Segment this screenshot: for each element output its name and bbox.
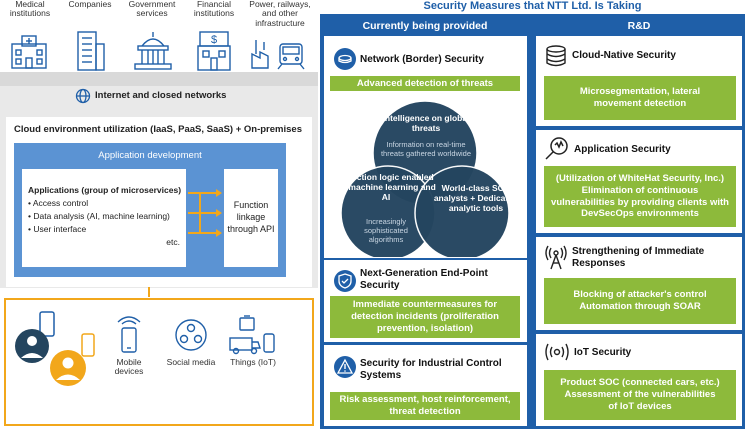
entity-label-infrastructure: Power, railways, and other infrastructur… — [249, 0, 311, 28]
entity-label-financial: Financial institutions — [193, 0, 235, 19]
endpoint-security-bar: Immediate countermeasures for detection … — [330, 296, 520, 338]
bank-icon: $ — [197, 31, 231, 71]
applications-etc: etc. — [166, 237, 180, 247]
svg-text:$: $ — [211, 34, 217, 46]
antenna-icon — [545, 245, 567, 270]
column-rd: R&D — [627, 20, 651, 32]
venn-left-sub: Increasingly sophisticated algorithms — [364, 217, 408, 244]
iot-security-bar: Product SOC (connected cars, etc.) Asses… — [544, 370, 736, 420]
infrastructure-icon — [251, 40, 305, 70]
device-label-mobile: Mobile devices — [114, 357, 144, 377]
shield-check-icon — [334, 270, 356, 292]
cloud-label: Cloud environment utilization (IaaS, Paa… — [14, 124, 302, 135]
wireless-signal-icon — [545, 343, 569, 361]
venn-left-title: Detection logic enabled by machine learn… — [336, 172, 436, 202]
applications-title: Applications (group of microservices) — [28, 185, 182, 195]
app-development-label: Application development — [98, 150, 202, 161]
entity-label-government: Government services — [128, 0, 176, 19]
globe-icon — [75, 88, 91, 104]
mobile-device-icon — [117, 316, 141, 353]
networks-label: Internet and closed networks — [95, 90, 227, 101]
column-current: Currently being provided — [362, 20, 488, 32]
cloud-native-bar: Microsegmentation, lateral movement dete… — [544, 76, 736, 120]
warning-icon — [334, 356, 356, 378]
applications-item: • Access control — [28, 198, 89, 208]
immediate-responses-title: Strengthening of Immediate Responses — [572, 246, 705, 269]
application-security-title: Application Security — [574, 144, 671, 155]
applications-item: • User interface — [28, 224, 87, 234]
network-security-title: Network (Border) Security — [360, 54, 484, 65]
device-label-things: Things (IoT) — [230, 357, 276, 367]
government-building-icon — [134, 32, 172, 70]
office-building-icon — [77, 31, 105, 71]
entity-label-medical: Medical institutions — [9, 0, 51, 19]
network-band — [0, 72, 318, 86]
applications-box: Applications (group of microservices) • … — [22, 169, 186, 267]
venn-top-title: Intelligence on global threats — [382, 113, 470, 134]
endpoint-security-title: Next-Generation End-Point Security — [360, 268, 488, 291]
social-media-icon — [175, 319, 207, 351]
cloud-native-title: Cloud-Native Security — [572, 50, 676, 61]
immediate-responses-bar: Blocking of attacker's control Automatio… — [544, 278, 736, 324]
device-label-social: Social media — [166, 357, 216, 367]
connector-line — [148, 287, 150, 297]
iot-security-title: IoT Security — [574, 347, 632, 358]
database-icon — [546, 45, 566, 67]
firewall-icon — [334, 48, 356, 70]
hospital-icon — [11, 35, 47, 69]
entity-label-companies: Companies — [68, 0, 112, 9]
venn-top-sub: Information on real-time threats gathere… — [380, 140, 472, 158]
iot-things-icon — [229, 315, 275, 355]
api-arrows — [188, 189, 222, 237]
users-icon — [15, 311, 95, 386]
network-security-bar: Advanced detection of threats — [330, 76, 520, 91]
industrial-security-title: Security for Industrial Control Systems — [360, 358, 502, 381]
venn-right-title: World-class SOC analysts + Dedicated ana… — [433, 183, 519, 214]
industrial-security-bar: Risk assessment, host reinforcement, thr… — [330, 392, 520, 420]
application-security-bar: (Utilization of WhiteHat Security, Inc.)… — [544, 166, 736, 227]
applications-item: • Data analysis (AI, machine learning) — [28, 211, 170, 221]
magnifier-bug-icon — [545, 137, 568, 160]
venn-diagram — [340, 100, 510, 257]
right-title: Security Measures that NTT Ltd. Is Takin… — [423, 0, 642, 12]
api-box: Function linkage through API — [224, 169, 278, 267]
